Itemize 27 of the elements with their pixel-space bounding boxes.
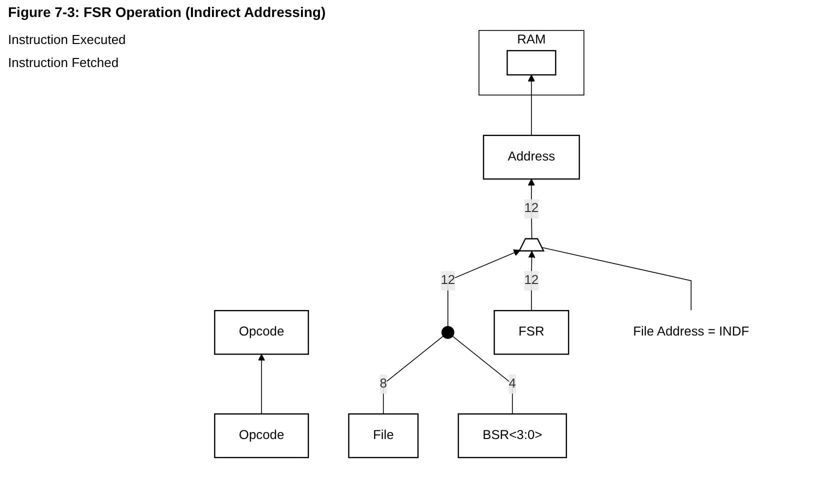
node-trapezoid: [518, 238, 545, 252]
edge-label: 12: [440, 273, 456, 288]
figure-title: Figure 7-3: FSR Operation (Indirect Addressing): [8, 4, 327, 20]
arrow: [528, 74, 535, 136]
arrow: [258, 354, 266, 414]
connector: [542, 247, 692, 311]
cluster: RAM: [478, 30, 584, 96]
arrow: [528, 178, 535, 240]
connector: [382, 336, 444, 414]
node-box: [506, 50, 556, 76]
node-box: FSR: [494, 310, 570, 355]
register-caption: Instruction Executed: [8, 32, 127, 47]
edge-label: 8: [380, 376, 387, 391]
arrow: [528, 250, 536, 311]
node-box: Opcode: [214, 413, 309, 458]
edge-label: 12: [524, 273, 539, 288]
edge-label: 12: [524, 202, 539, 216]
node-box: BSR<3:0>: [458, 413, 567, 458]
node-box: File: [348, 413, 419, 458]
arrow: [447, 249, 521, 327]
connector: [452, 336, 513, 414]
edge-label: 4: [508, 376, 516, 391]
register-caption: Instruction Fetched: [8, 55, 120, 70]
node-text: File Address = INDF: [633, 325, 750, 339]
node-box: Opcode: [214, 310, 309, 355]
node-box: Address: [482, 134, 580, 180]
node-circle: [441, 326, 454, 339]
